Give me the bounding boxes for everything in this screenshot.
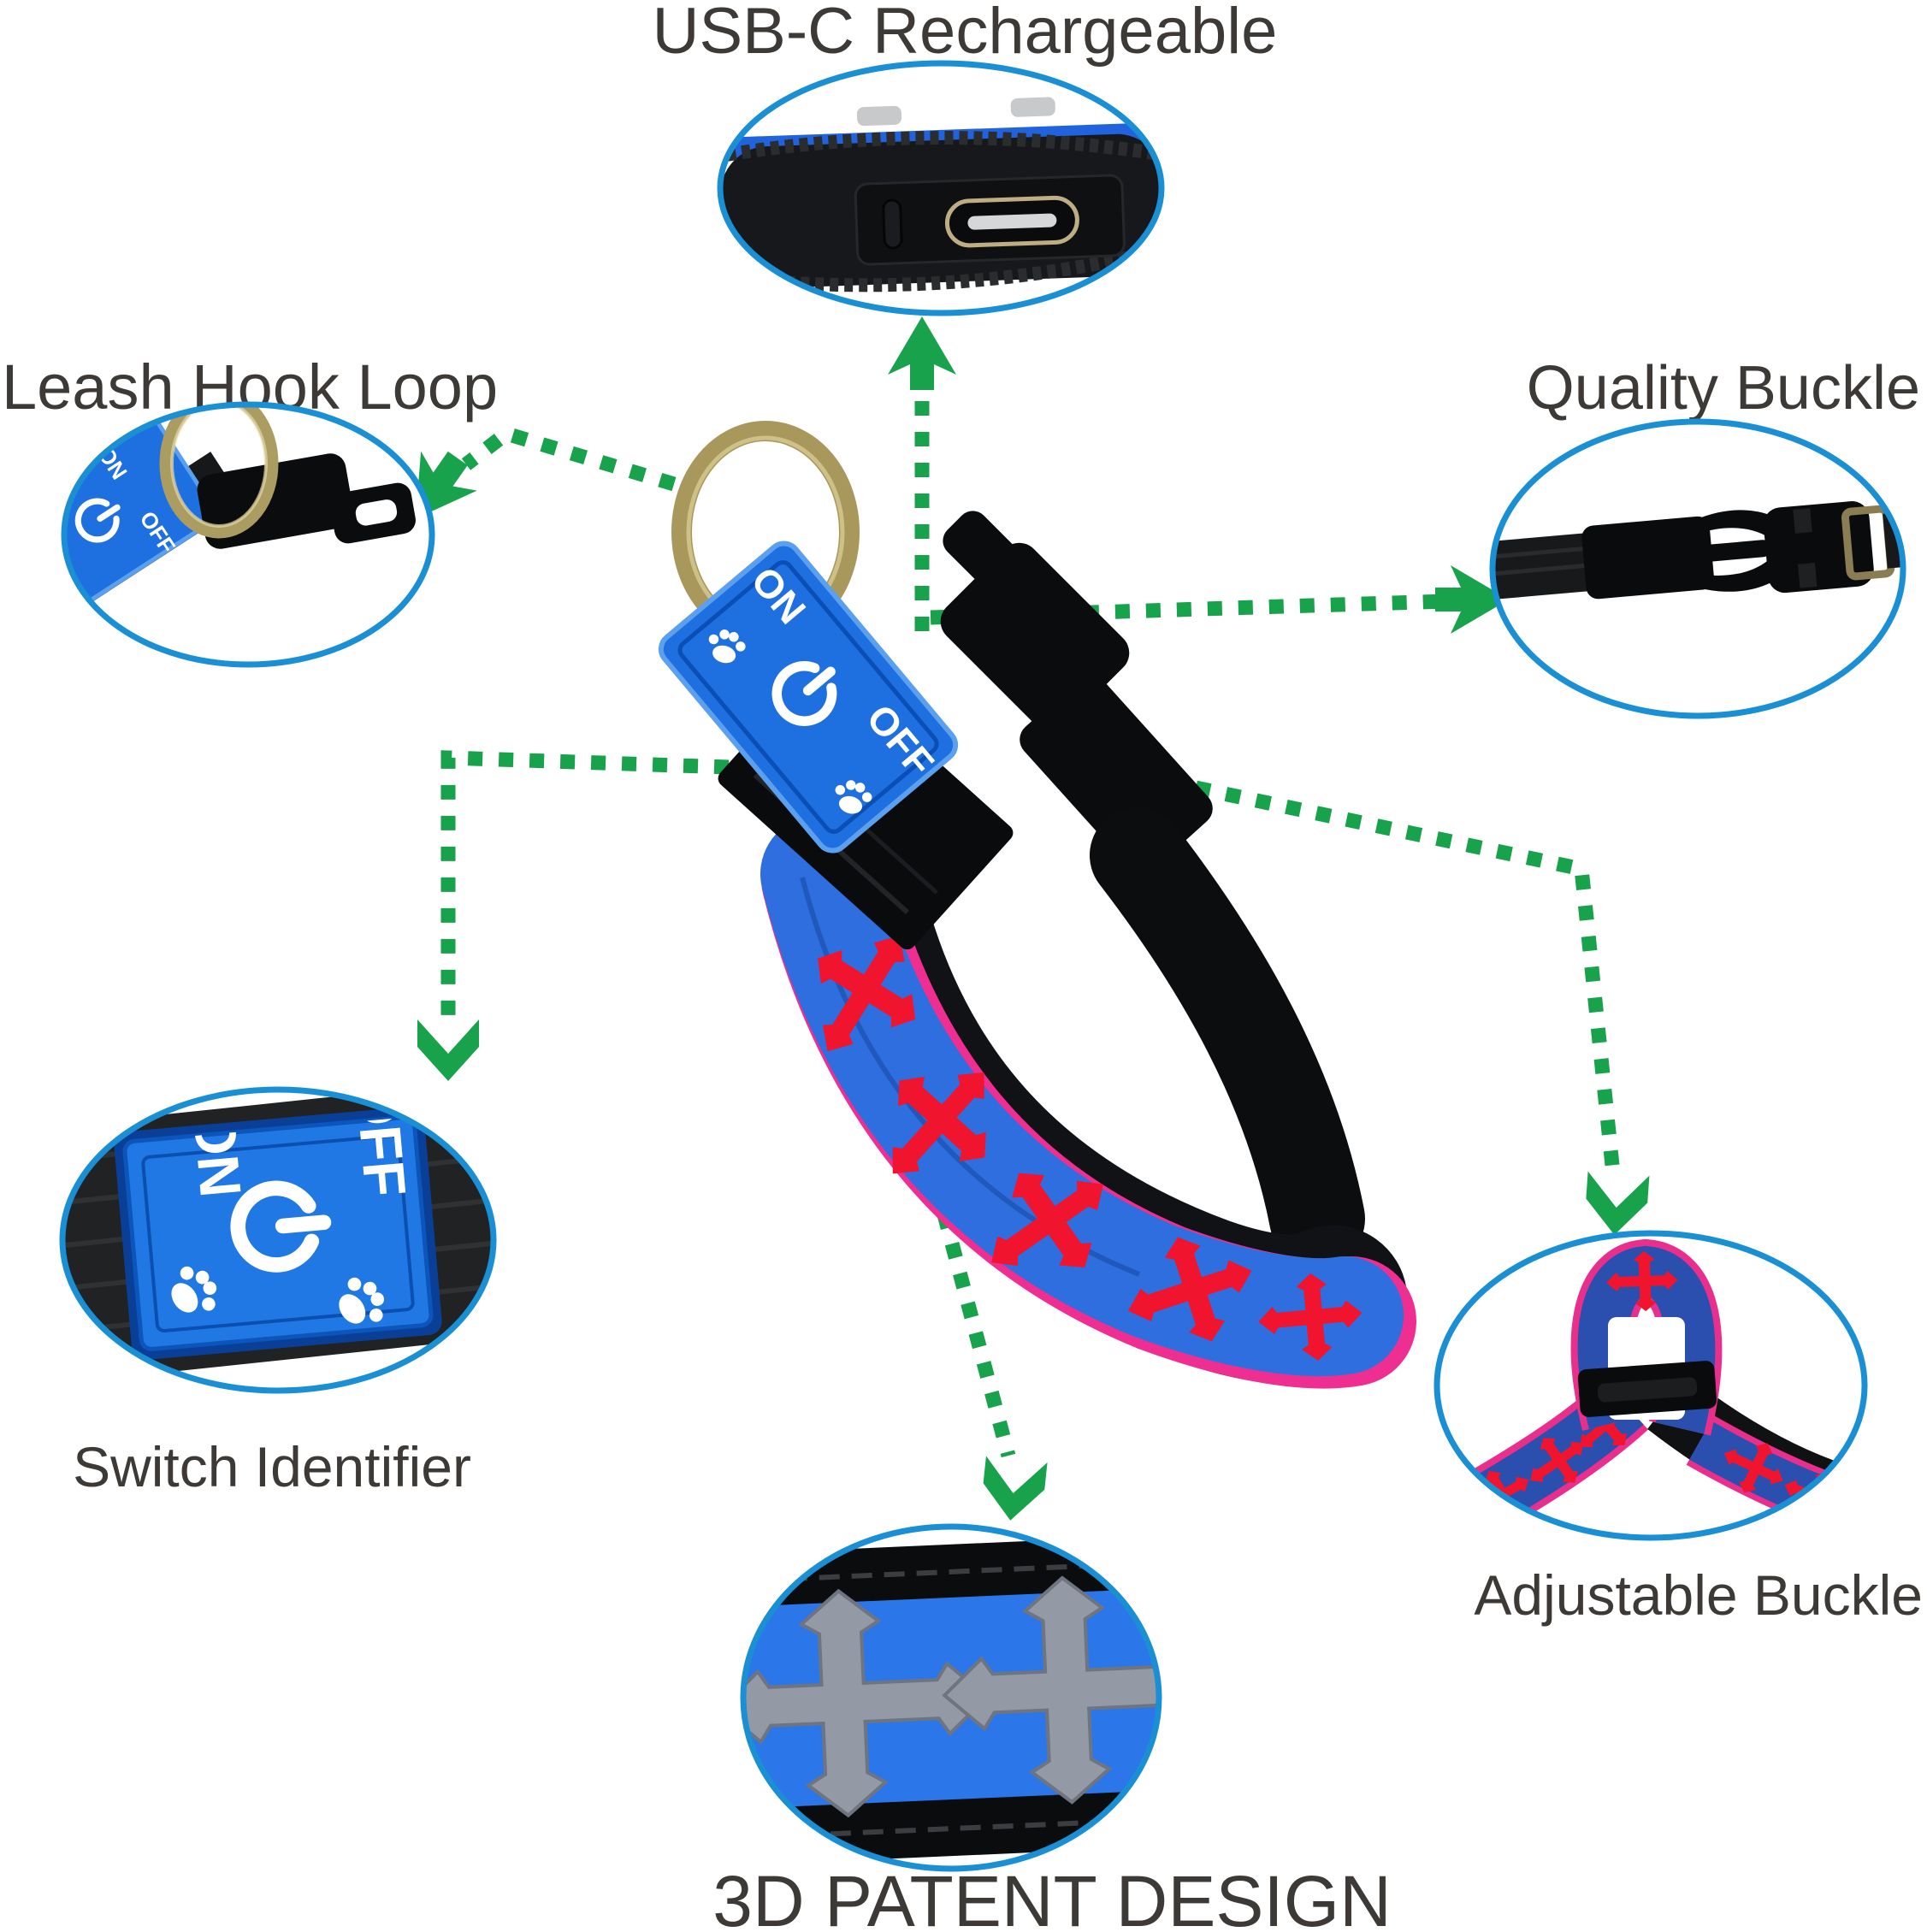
arrow-down-icon <box>1583 1171 1650 1238</box>
callout-adjust-ellipse <box>1433 1230 1868 1541</box>
callout-usb-label: USB-C Rechargeable <box>653 0 1278 68</box>
callout-usb: USB-C Rechargeable <box>653 0 1278 316</box>
callout-leash-ellipse <box>61 401 435 668</box>
callout-adjust: Adjustable Buckle <box>1433 1230 1923 1627</box>
arrow-down-icon <box>417 1019 479 1081</box>
callout-patent-ellipse <box>740 1523 1162 1872</box>
collar-product-photo: ON OFF <box>658 421 1416 1389</box>
arrow-quality <box>930 565 1509 634</box>
arrow-patent <box>913 1122 1048 1524</box>
buckle-female <box>1763 501 1903 594</box>
arrow-switch <box>417 750 730 1081</box>
callout-switch-ellipse <box>59 1086 497 1394</box>
switch-off-label: OFF <box>343 1078 418 1199</box>
leash-ring-icon <box>159 405 279 539</box>
callout-quality-ellipse <box>1489 418 1906 719</box>
mini-on-off-tag: ON OFF <box>64 416 217 631</box>
callout-switch-label: Switch Identifier <box>73 1435 471 1498</box>
black-strap <box>1090 807 1365 1267</box>
callout-quality-label: Quality Buckle <box>1527 354 1920 422</box>
callout-leash: Leash Hook Loop ON OFF <box>2 352 498 668</box>
switch-tag: ON OFF <box>114 1078 442 1361</box>
arrow-down-icon <box>979 1456 1048 1524</box>
arrow-usb <box>888 316 956 631</box>
callout-patent-photo <box>743 1527 1159 1869</box>
usb-c-port-icon <box>882 198 903 250</box>
callout-adjust-label: Adjustable Buckle <box>1474 1563 1923 1627</box>
callout-switch-photo: ON OFF <box>62 1078 494 1391</box>
callout-patent-label: 3D PATENT DESIGN <box>712 1861 1392 1932</box>
callout-patent: 3D PATENT DESIGN <box>712 1523 1392 1932</box>
arrow-up-icon <box>888 316 956 390</box>
on-off-tag: ON OFF <box>658 541 959 854</box>
arrow-adjust <box>1043 748 1650 1238</box>
slider-buckle <box>1577 1361 1717 1417</box>
callout-switch: ON OFF Switch Identifier <box>59 1078 497 1498</box>
callout-leash-photo: ON OFF <box>64 405 432 665</box>
callout-quality: Quality Buckle <box>1489 354 1920 719</box>
callout-usb-photo <box>720 63 1162 313</box>
connector-arrows <box>387 316 1650 1524</box>
callout-usb-ellipse <box>717 60 1165 316</box>
callout-quality-photo <box>1493 422 1903 716</box>
